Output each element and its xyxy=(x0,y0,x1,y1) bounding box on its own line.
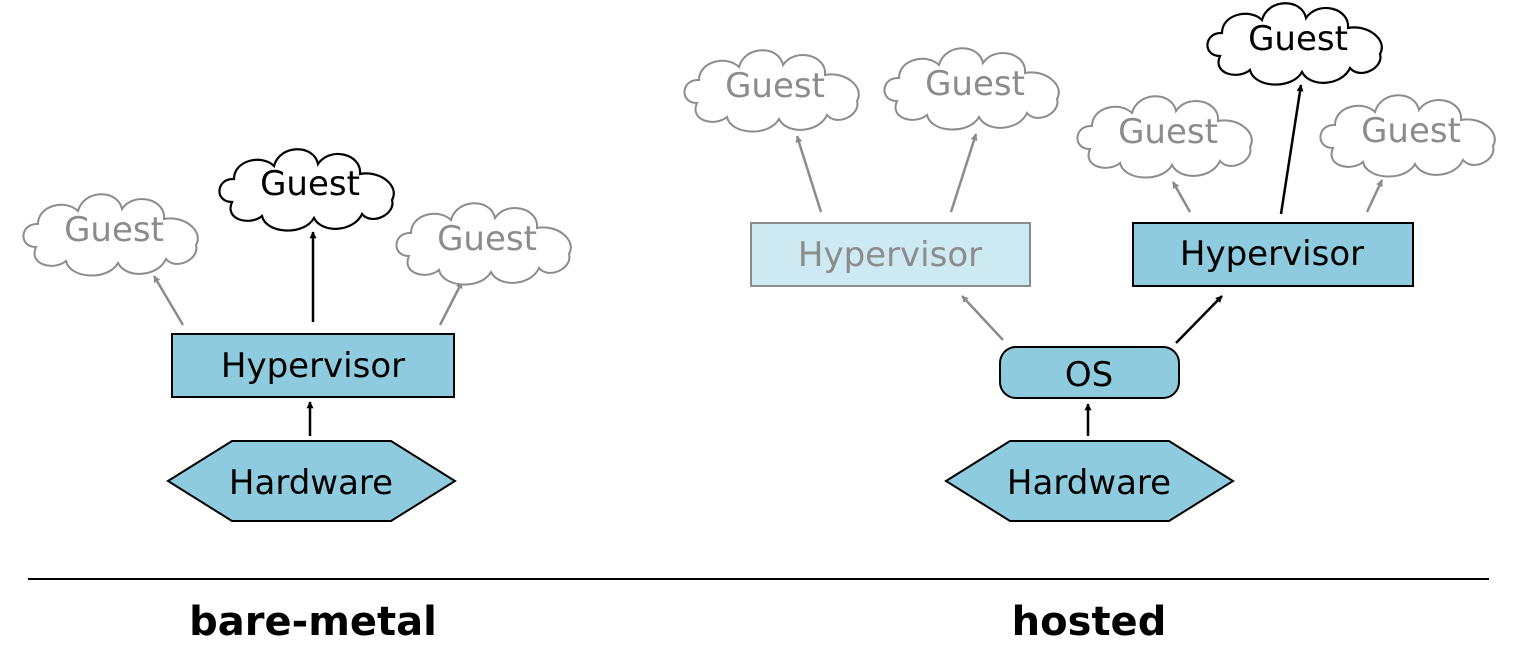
hypervisor-node-active: Hypervisor xyxy=(1132,222,1414,287)
guest-cloud-right: Guest xyxy=(395,202,572,286)
arrow-hypervisor-to-guest-center xyxy=(1279,84,1304,215)
arrow-hypervisor-to-guest-left xyxy=(1171,181,1192,213)
guest-label: Guest xyxy=(1118,112,1218,152)
guest-label: Guest xyxy=(437,219,537,259)
hypervisor-label: Hypervisor xyxy=(798,235,982,275)
hosted-caption: hosted xyxy=(1012,599,1167,645)
guest-cloud-center: Guest xyxy=(218,148,395,232)
guest-label: Guest xyxy=(260,164,360,204)
guest-label: Guest xyxy=(64,210,164,250)
hardware-node: Hardware xyxy=(944,440,1235,522)
hypervisor-label: Hypervisor xyxy=(1180,234,1364,274)
arrow-faded-hypervisor-to-guest-left xyxy=(795,135,823,213)
hardware-label: Hardware xyxy=(229,463,393,503)
guest-label: Guest xyxy=(1361,111,1461,151)
arrow-faded-hypervisor-to-guest-right xyxy=(949,133,978,213)
hypervisor-node: Hypervisor xyxy=(171,333,455,398)
arrow-os-to-hypervisor-faded xyxy=(961,295,1004,341)
hardware-label: Hardware xyxy=(1007,463,1171,503)
guest-cloud-center: Guest xyxy=(1206,2,1383,86)
guest-cloud-right: Guest xyxy=(1319,94,1496,178)
bare-metal-caption: bare-metal xyxy=(189,599,437,645)
guest-cloud-left: Guest xyxy=(1076,95,1253,179)
bare-metal-diagram: Hardware Hypervisor Guest Guest Guest xyxy=(22,148,572,522)
hosted-diagram: Hardware OS Hypervisor Hypervisor Guest … xyxy=(683,2,1496,522)
guest-cloud-faded-right: Guest xyxy=(883,47,1060,131)
guest-cloud-faded-left: Guest xyxy=(683,49,860,133)
hypervisor-node-faded: Hypervisor xyxy=(750,222,1031,287)
hypervisor-label: Hypervisor xyxy=(221,346,405,386)
guest-label: Guest xyxy=(1248,19,1348,59)
arrow-hypervisor-to-guest-right xyxy=(438,281,464,326)
os-node: OS xyxy=(999,346,1180,399)
arrow-hypervisor-to-guest-left xyxy=(152,275,185,326)
os-label: OS xyxy=(1065,355,1113,395)
guest-cloud-left: Guest xyxy=(22,193,199,277)
guest-label: Guest xyxy=(925,64,1025,104)
guest-label: Guest xyxy=(725,66,825,106)
hardware-node: Hardware xyxy=(166,440,457,522)
arrow-hypervisor-to-guest-right xyxy=(1365,179,1384,213)
arrow-os-to-hypervisor-active xyxy=(1175,295,1223,344)
